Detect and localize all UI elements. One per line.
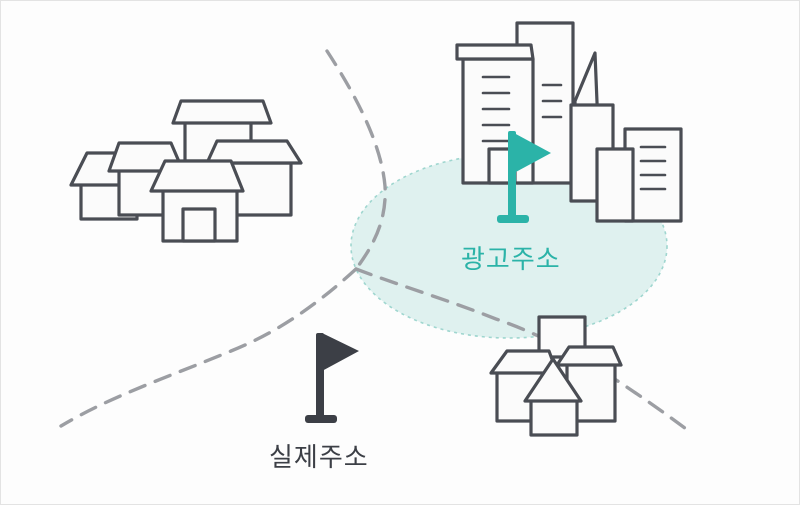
ad-address-flag-icon (497, 131, 551, 223)
real-address-label: 실제주소 (269, 443, 369, 473)
city-buildings-icon (455, 21, 683, 223)
suburb-houses-icon (489, 315, 623, 437)
ad-address-label: 광고주소 (461, 245, 561, 275)
road-north (325, 49, 387, 271)
road-southeast (354, 267, 691, 433)
road-southwest (59, 267, 358, 428)
real-address-flag-icon (305, 333, 359, 423)
roads (59, 49, 691, 433)
village-houses-icon (69, 99, 303, 243)
